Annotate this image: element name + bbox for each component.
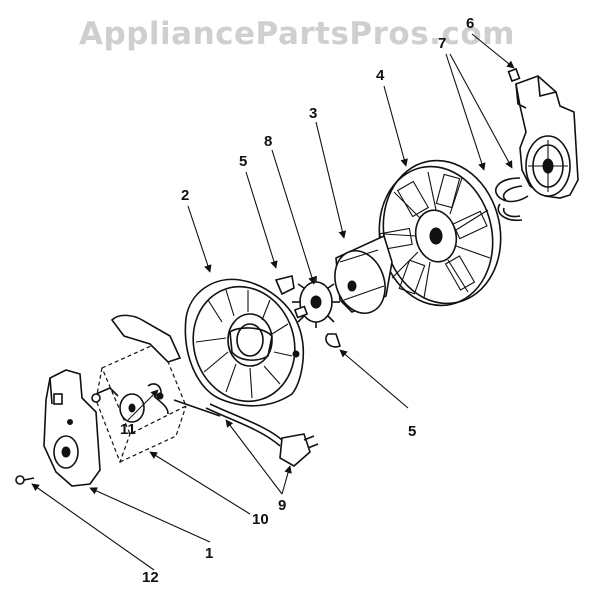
callout-5b: 5 <box>408 423 416 440</box>
callout-3: 3 <box>309 105 317 122</box>
callout-2: 2 <box>181 187 189 204</box>
callout-6: 6 <box>466 15 474 32</box>
part-9-cord-plug <box>173 399 319 467</box>
part-2-reel-plate <box>184 278 305 407</box>
callout-4: 4 <box>376 67 385 84</box>
callout-12: 12 <box>142 569 159 586</box>
callout-10: 10 <box>252 511 269 528</box>
callout-8: 8 <box>264 133 272 150</box>
callout-1: 1 <box>205 545 213 562</box>
part-4-reel-disc <box>378 159 502 307</box>
part-5-clips <box>274 275 341 348</box>
part-8-connector <box>292 276 340 328</box>
watermark: AppliancePartsPros.com <box>79 16 515 52</box>
part-3-drum <box>334 234 393 314</box>
part-1-housing-plate <box>43 369 101 487</box>
callout-labels: 1 2 3 4 5 5 6 7 8 9 10 11 12 <box>120 15 474 586</box>
part-10-motor-assembly <box>91 314 187 464</box>
part-12-screw <box>15 475 35 485</box>
leader-arrows <box>31 33 515 571</box>
callout-5a: 5 <box>239 153 247 170</box>
callout-9: 9 <box>278 497 286 514</box>
part-7-clips <box>495 177 529 222</box>
part-6-bracket <box>507 67 579 199</box>
callout-11: 11 <box>120 421 136 438</box>
callout-7: 7 <box>438 35 446 52</box>
